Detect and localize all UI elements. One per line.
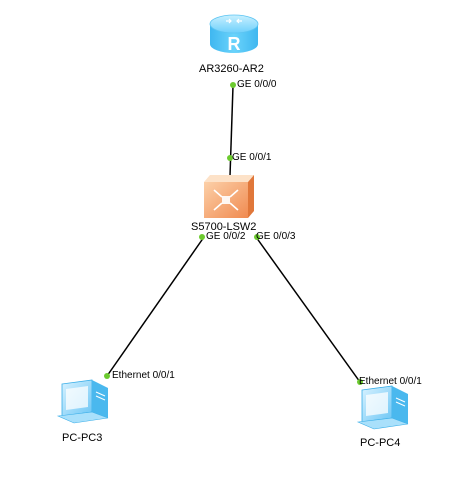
switch-name-label: S5700-LSW2 (191, 221, 257, 233)
switch-port-ge002-label: GE 0/0/2 (206, 231, 246, 242)
port-dot-pc4-eth001 (357, 379, 363, 385)
svg-text:R: R (228, 34, 241, 54)
switch-icon[interactable] (204, 175, 254, 218)
pc3-port-eth001-label: Ethernet 0/0/1 (112, 370, 175, 381)
router-name-label: AR3260-AR2 (199, 63, 264, 75)
pc3-icon[interactable] (56, 379, 109, 424)
port-dot-switch-ge001 (227, 155, 233, 161)
pc4-name-label: PC-PC4 (360, 437, 401, 449)
port-dot-router-ge000 (230, 82, 236, 88)
pc3-name-label: PC-PC3 (62, 432, 103, 444)
switch-port-ge003-label: GE 0/0/3 (256, 231, 296, 242)
port-dot-pc3-eth001 (104, 373, 110, 379)
link-switch-pc4[interactable] (255, 236, 361, 383)
link-router-switch[interactable] (229, 85, 234, 177)
link-switch-pc3[interactable] (106, 236, 205, 377)
port-dot-switch-ge003 (254, 234, 260, 240)
router-icon[interactable]: R (209, 14, 259, 54)
port-dot-switch-ge002 (199, 234, 205, 240)
pc4-icon[interactable] (356, 385, 409, 430)
router-port-ge000-label: GE 0/0/0 (237, 79, 277, 90)
switch-port-ge001-label: GE 0/0/1 (232, 152, 272, 163)
pc4-port-eth001-label: Ethernet 0/0/1 (359, 376, 422, 387)
